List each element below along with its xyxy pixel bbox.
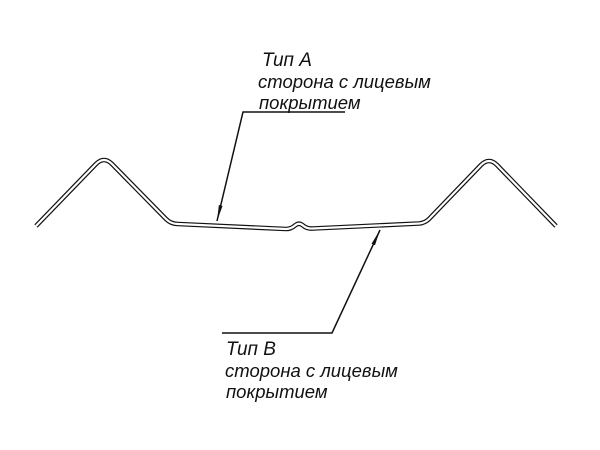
sheet-profile — [34, 157, 558, 232]
callout-bottom-leader — [222, 229, 381, 334]
callout-top-label-line3: покрытием — [259, 92, 361, 113]
callout-top-leader — [216, 111, 345, 222]
callout-bottom-label-line2: сторона с лицевым — [225, 360, 398, 381]
callout-top-label-line1: Тип А — [262, 50, 312, 71]
callout-bottom: Тип В сторона с лицевым покрытием — [222, 229, 398, 402]
callout-top: Тип А сторона с лицевым покрытием — [216, 50, 431, 222]
sheet-profile-core — [35, 158, 557, 231]
callout-top-label-line2: сторона с лицевым — [258, 71, 431, 92]
callout-bottom-label-line1: Тип В — [226, 339, 276, 360]
sheet-profile-outer — [34, 157, 558, 232]
callout-bottom-label-line3: покрытием — [226, 381, 328, 402]
